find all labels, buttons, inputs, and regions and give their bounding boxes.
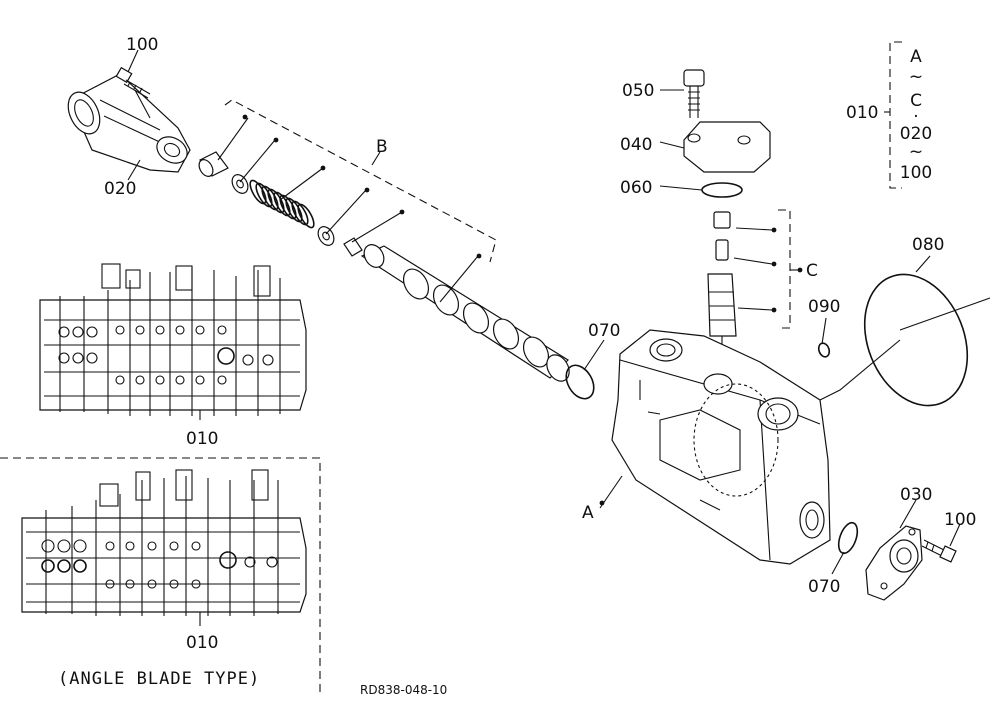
- legend-line: A: [910, 47, 922, 67]
- leader-030: [899, 499, 917, 529]
- valve-body-a-drawing: [611, 329, 901, 565]
- leader-100-right: [949, 523, 961, 547]
- leader-070-top: [583, 339, 605, 371]
- legend-line: ~: [909, 142, 923, 162]
- flange-030-drawing: [865, 525, 923, 601]
- oring-080-drawing: [863, 273, 991, 407]
- label-090: 090: [808, 297, 840, 317]
- bracket-b: [217, 99, 497, 303]
- label-040: 040: [620, 135, 652, 155]
- legend-line: 020: [900, 124, 932, 144]
- bracket-c: [733, 209, 803, 329]
- leader-060: [659, 185, 703, 191]
- valve-assembly-upper-drawing: [39, 263, 307, 420]
- bolt-050-drawing: [683, 69, 705, 118]
- valve-assembly-lower-drawing: [21, 469, 307, 626]
- label-060: 060: [620, 178, 652, 198]
- label-070-top: 070: [588, 321, 620, 341]
- label-010-lower: 010: [186, 633, 218, 653]
- c-group-components-drawing: [707, 211, 737, 350]
- label-a: A: [582, 503, 594, 523]
- legend-part: 010: [846, 103, 878, 123]
- label-070-bottom: 070: [808, 577, 840, 597]
- legend-line: 100: [900, 163, 932, 183]
- oring-060-drawing: [701, 182, 743, 198]
- leader-040: [659, 141, 685, 149]
- drawing-code: RD838-048-10: [360, 683, 447, 697]
- leader-020: [127, 159, 141, 181]
- legend-lines: A ~ C · 020 ~ 100: [900, 47, 932, 183]
- label-030: 030: [900, 485, 932, 505]
- cover-040-drawing: [683, 121, 771, 173]
- label-b: B: [376, 137, 388, 157]
- angle-blade-divider: [0, 457, 321, 692]
- spool-components-drawing: [198, 151, 570, 382]
- legend-bracket: [889, 41, 902, 189]
- label-100-right: 100: [944, 510, 976, 530]
- leader-080: [915, 255, 931, 273]
- legend-line: C: [910, 91, 922, 111]
- label-100-top: 100: [126, 35, 158, 55]
- legend-line: ·: [913, 107, 918, 127]
- bolt-100-top-drawing: [115, 66, 151, 99]
- label-c: C: [806, 261, 818, 281]
- label-010-upper: 010: [186, 429, 218, 449]
- angle-blade-caption: (ANGLE BLADE TYPE): [58, 669, 260, 689]
- bolt-100-right-drawing: [921, 539, 957, 563]
- oring-090-drawing: [817, 342, 831, 358]
- label-080: 080: [912, 235, 944, 255]
- leader-070-bottom: [831, 551, 845, 575]
- oring-070-bottom-drawing: [837, 521, 859, 555]
- label-020: 020: [104, 179, 136, 199]
- label-050: 050: [622, 81, 654, 101]
- oring-070-top-drawing: [565, 364, 595, 400]
- legend-line: ~: [909, 67, 923, 87]
- leader-090: [821, 317, 827, 345]
- leader-100-top: [127, 49, 139, 73]
- cap-020-drawing: [67, 73, 191, 173]
